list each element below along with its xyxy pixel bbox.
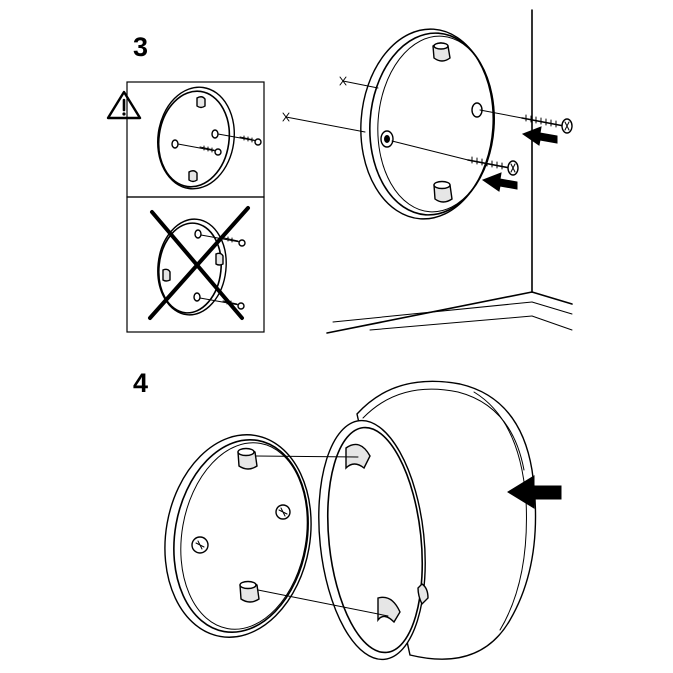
step-number-3: 3 [133, 32, 148, 62]
correct-orientation-panel [126, 81, 265, 198]
peg-bottom [433, 180, 453, 203]
screw-lower [391, 140, 519, 176]
peg-bottom [239, 580, 260, 603]
mounted-plate [164, 434, 312, 638]
peg-top [237, 447, 258, 470]
wall-mounting-plate [360, 28, 495, 220]
step-4: 4 [133, 368, 562, 661]
push-arrow-icon [521, 126, 558, 146]
peg-top [432, 42, 451, 62]
step-3: 3 [106, 9, 573, 334]
incorrect-orientation-panel [126, 196, 265, 333]
alignment-lines [282, 76, 379, 133]
push-arrow-icon [507, 475, 562, 509]
x-cross-icon [148, 206, 250, 320]
screw-upper [479, 109, 573, 134]
wall-corner [326, 9, 573, 334]
lamp-cover [318, 380, 537, 661]
push-arrow-icon [481, 172, 518, 192]
mounting-plate-correct [157, 86, 262, 190]
alignment-lines [255, 455, 389, 617]
warning-triangle-icon [106, 90, 142, 120]
step-number-4: 4 [133, 368, 148, 398]
